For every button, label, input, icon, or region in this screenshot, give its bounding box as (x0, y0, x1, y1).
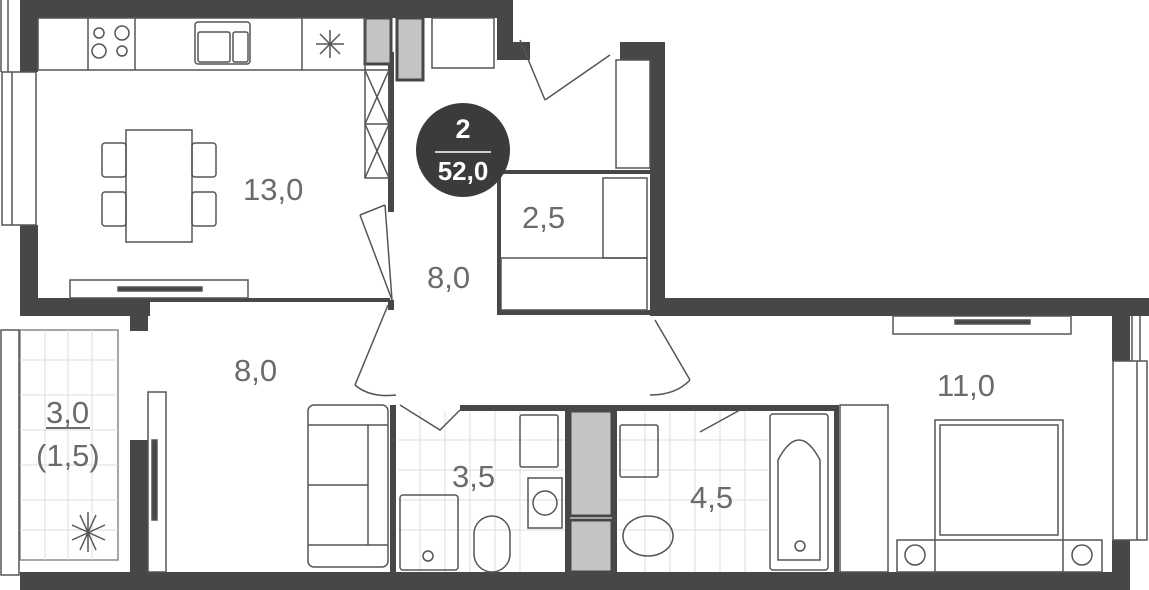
room-area-storage: 2,5 (522, 200, 565, 235)
bathroom-fixtures (619, 404, 889, 573)
room-area-kitchen: 13,0 (243, 172, 303, 207)
fridge-snowflake-icon (316, 30, 344, 58)
shaft (568, 518, 614, 574)
tv-stand (892, 315, 1072, 335)
shaft (568, 409, 614, 518)
total-area: 52,0 (438, 156, 489, 186)
room-area-bathroom2: 4,5 (690, 480, 733, 515)
shaft (395, 16, 425, 82)
tv-stand (147, 391, 167, 573)
room-area-bathroom1: 3,5 (452, 459, 495, 494)
balcony-tiles (19, 329, 119, 561)
bathroom-tiles (398, 411, 768, 572)
bed (896, 419, 1103, 573)
sofa (307, 404, 389, 568)
dining-table (101, 129, 217, 243)
bathroom-fixtures (399, 414, 563, 573)
windows (0, 0, 1148, 576)
rooms-count: 2 (455, 114, 470, 144)
walls (20, 0, 1149, 590)
apartment-badge: 2 52,0 (416, 103, 510, 197)
wardrobe (354, 17, 741, 433)
stove-icon (91, 25, 130, 59)
sink-icon (194, 21, 251, 65)
room-area-bedroom: 11,0 (937, 368, 995, 403)
plant-icon (71, 512, 106, 552)
room-area-balcony-reduced: (1,5) (36, 438, 100, 473)
shaft (363, 16, 393, 66)
room-area-hall: 8,0 (427, 260, 470, 295)
room-area-living: 8,0 (234, 353, 277, 388)
cabinet (364, 69, 390, 179)
tv-stand (69, 279, 249, 299)
kitchen-counter (37, 17, 366, 71)
room-area-balcony: 3,0 (46, 395, 89, 430)
